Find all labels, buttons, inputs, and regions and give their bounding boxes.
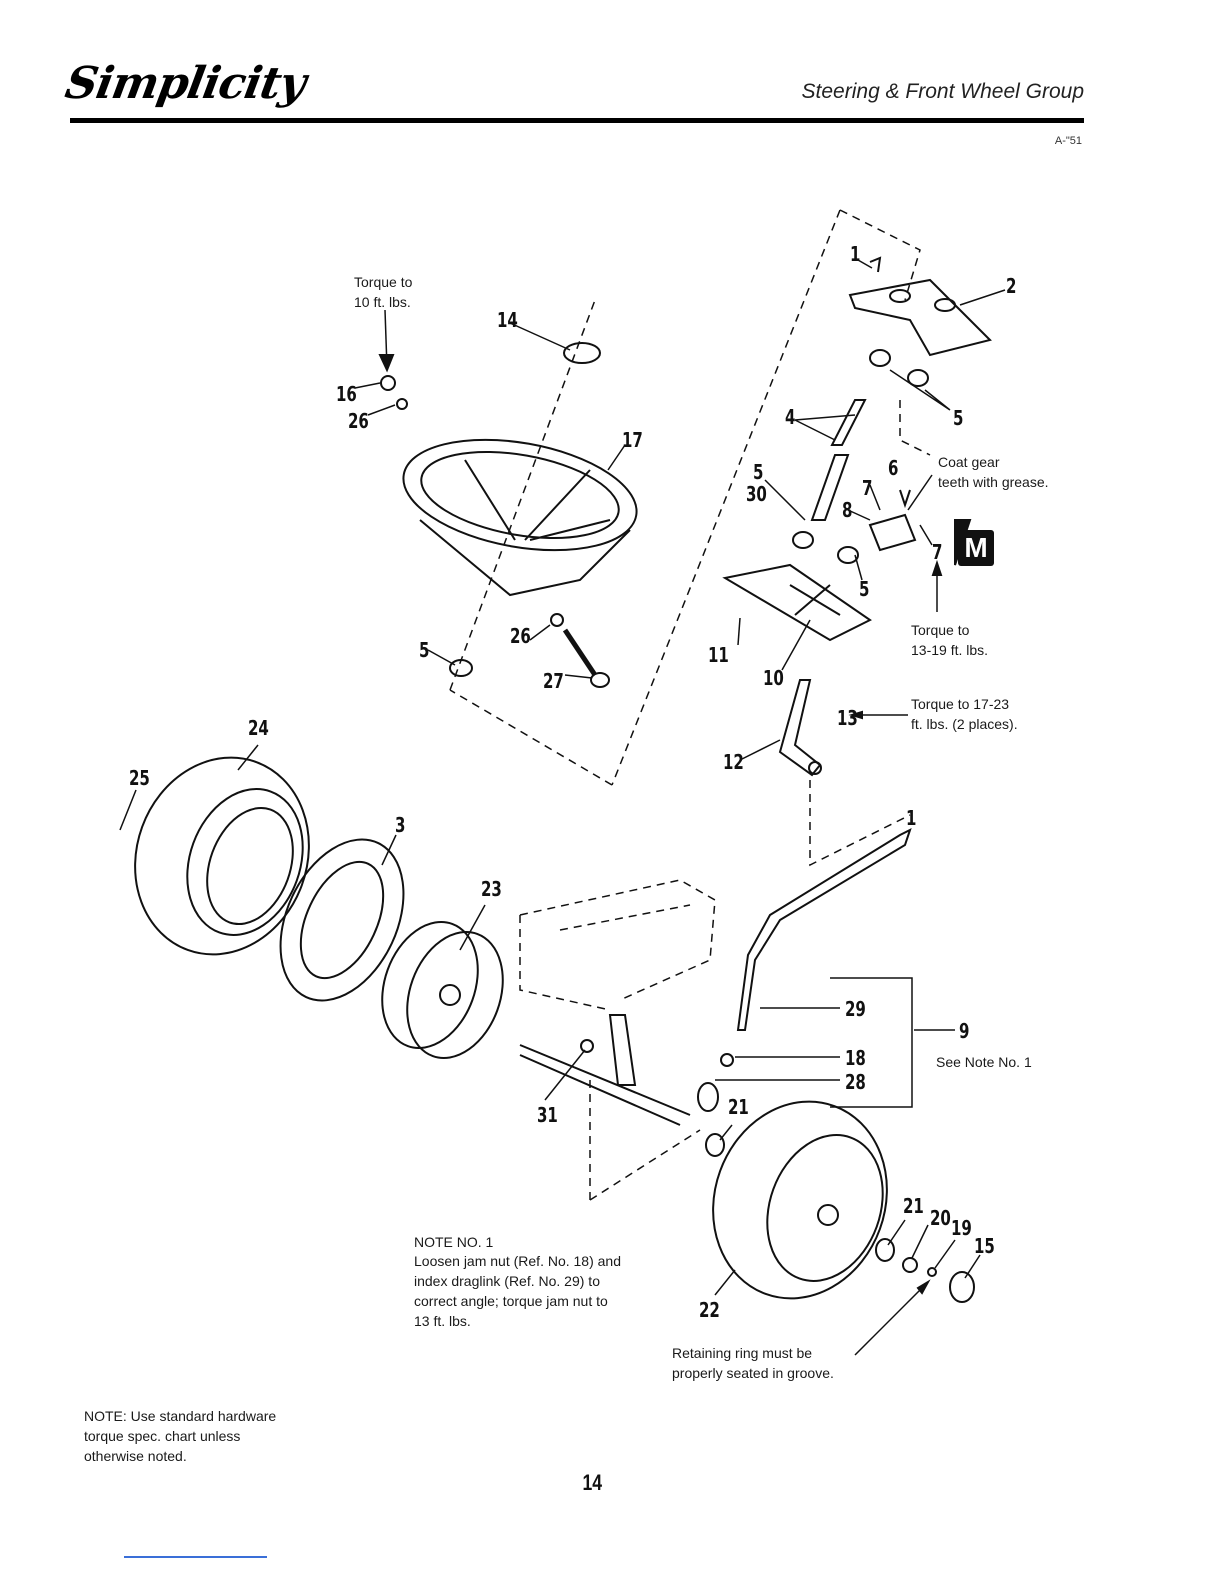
ref-30: 30 xyxy=(746,482,767,506)
ref-15: 15 xyxy=(974,1234,995,1258)
ref-11: 11 xyxy=(708,643,729,667)
steering-bracket xyxy=(848,256,992,357)
ref-7-left: 7 xyxy=(862,476,873,500)
callout-coat-gear: Coat gear teeth with grease. xyxy=(938,454,1049,490)
ref-22: 22 xyxy=(699,1298,720,1322)
section-marker-m: M xyxy=(958,530,994,566)
callout-retaining-ring: Retaining ring must be properly seated i… xyxy=(672,1345,834,1381)
note-1-title: NOTE NO. 1 xyxy=(414,1234,494,1250)
ref-25: 25 xyxy=(129,766,150,790)
see-note-bracket xyxy=(830,977,913,1108)
ref-29: 29 xyxy=(845,997,866,1021)
ref-13: 13 xyxy=(837,706,858,730)
ref-2: 2 xyxy=(1006,274,1017,298)
dashed-guide-lines xyxy=(449,209,931,1201)
ref-10: 10 xyxy=(763,666,784,690)
front-tire-right xyxy=(712,1100,888,1300)
header-rule xyxy=(70,118,1084,123)
footer-note: NOTE: Use standard hardware torque spec.… xyxy=(84,1408,277,1464)
callout-torque-13-19: Torque to 13-19 ft. lbs. xyxy=(911,622,989,658)
pitman-arm xyxy=(778,679,822,777)
ref-16: 16 xyxy=(336,382,357,406)
bushings-5 xyxy=(449,349,929,677)
ref-26-top: 26 xyxy=(348,409,369,433)
drag-link xyxy=(736,828,912,1031)
ref-12: 12 xyxy=(723,750,744,774)
doc-code: A-"51 xyxy=(1054,135,1082,147)
ref-8: 8 xyxy=(842,498,853,522)
wheel-rim-left xyxy=(381,921,504,1059)
steering-cap xyxy=(563,342,601,364)
ref-9: 9 xyxy=(959,1019,970,1043)
steering-wheel xyxy=(402,438,638,597)
ref-23: 23 xyxy=(481,877,502,901)
ref-26-bottom: 26 xyxy=(510,624,531,648)
ref-27: 27 xyxy=(543,669,564,693)
ref-1-drag: 1 xyxy=(906,806,917,830)
inner-tube xyxy=(279,838,405,1002)
ref-14: 14 xyxy=(497,308,518,332)
ref-3: 3 xyxy=(395,813,406,837)
mounting-plate xyxy=(722,563,872,642)
ref-21-upper: 21 xyxy=(728,1095,749,1119)
ref-4: 4 xyxy=(785,405,796,429)
ref-5-mid: 5 xyxy=(753,460,764,484)
ref-1-top: 1 xyxy=(850,242,861,266)
ref-6: 6 xyxy=(888,456,899,480)
section-title: Steering & Front Wheel Group xyxy=(801,80,1084,103)
ref-31: 31 xyxy=(537,1103,558,1127)
callout-torque-10: Torque to 10 ft. lbs. xyxy=(354,274,413,310)
ref-19: 19 xyxy=(951,1216,972,1240)
plate-slots xyxy=(789,584,841,616)
callout-torque-17-23: Torque to 17-23 ft. lbs. (2 places). xyxy=(911,696,1018,732)
front-tire-left xyxy=(134,756,310,956)
leader-lines xyxy=(119,259,1006,1356)
steering-gear xyxy=(868,489,917,552)
callout-see-note: See Note No. 1 xyxy=(936,1054,1032,1070)
page-number: 14 xyxy=(582,1470,603,1495)
ref-5-upper: 5 xyxy=(953,406,964,430)
steering-shaft xyxy=(810,399,867,521)
ref-21-lower: 21 xyxy=(903,1194,924,1218)
ref-7-right: 7 xyxy=(932,540,943,564)
ref-24: 24 xyxy=(248,716,269,740)
footer-link-line xyxy=(124,1556,267,1558)
ref-28: 28 xyxy=(845,1070,866,1094)
ref-17: 17 xyxy=(622,428,643,452)
front-axle xyxy=(519,1044,691,1126)
ref-18: 18 xyxy=(845,1046,866,1070)
ref-20: 20 xyxy=(930,1206,951,1230)
ref-5-lower: 5 xyxy=(859,577,870,601)
note-1-text: Loosen jam nut (Ref. No. 18) and index d… xyxy=(414,1253,622,1329)
ref-5-wheel: 5 xyxy=(419,638,430,662)
